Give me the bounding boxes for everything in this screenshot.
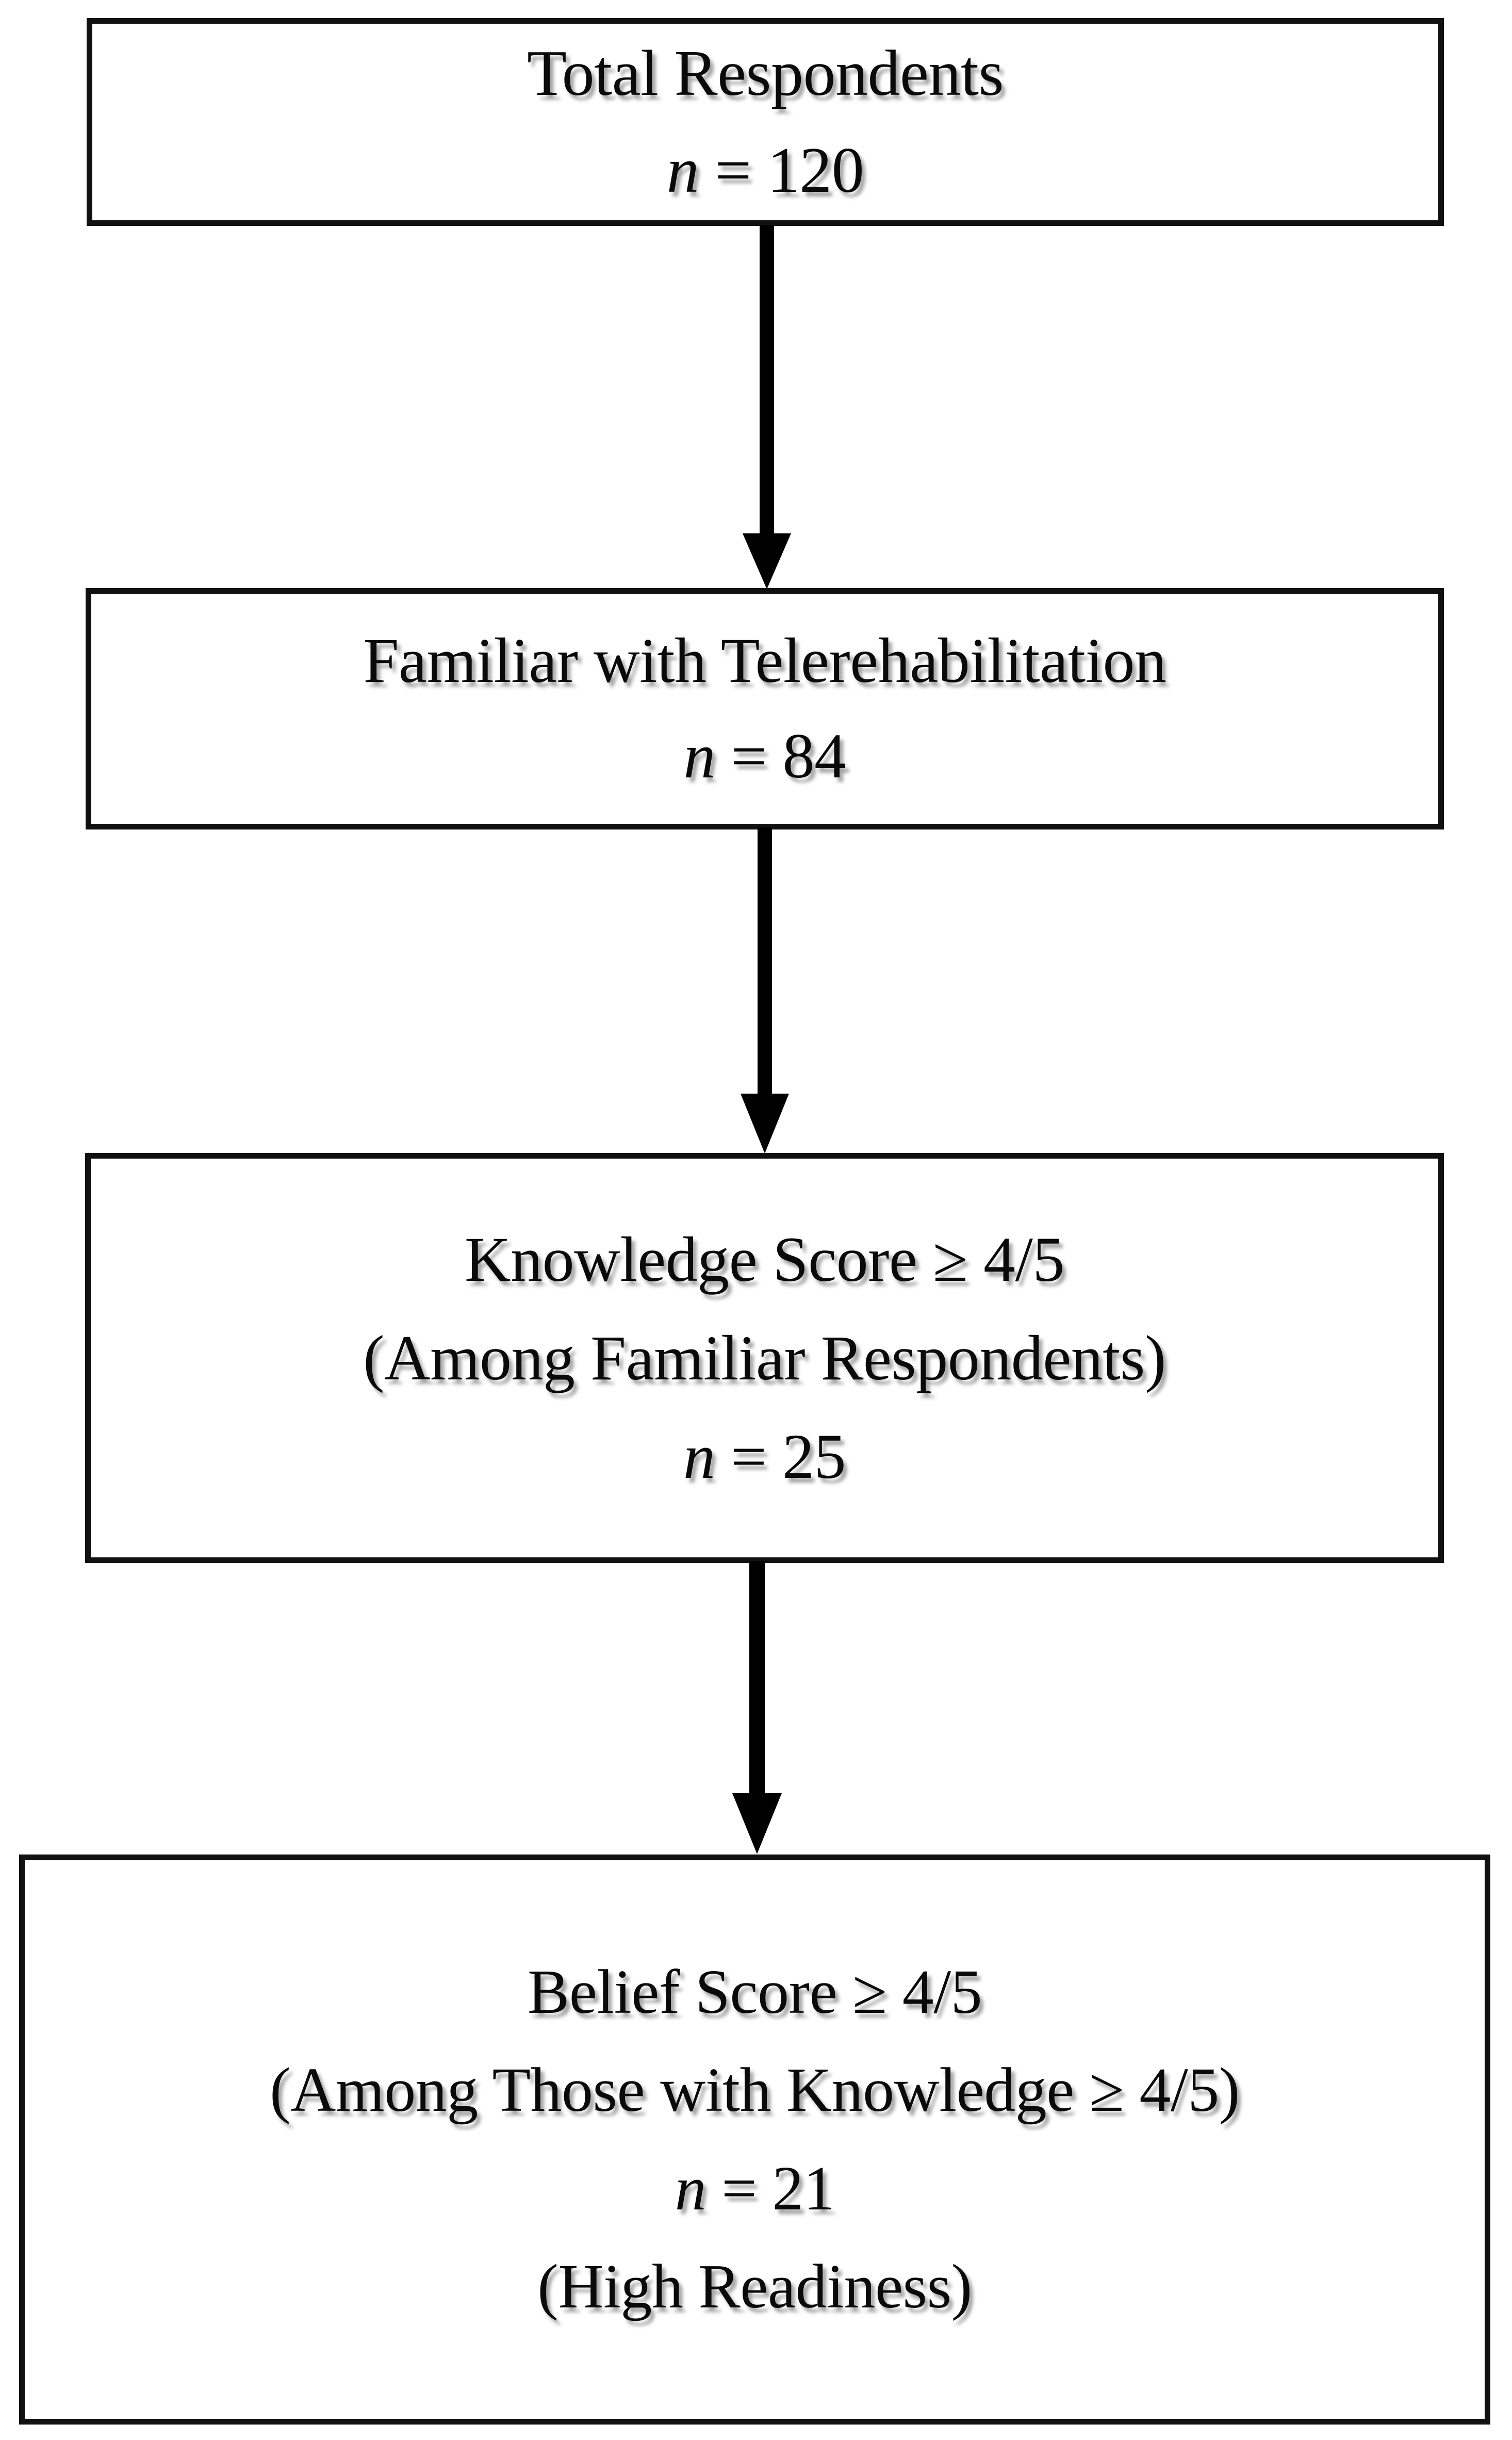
stat-symbol-n: n (666, 134, 699, 206)
stat-symbol-n: n (683, 721, 716, 791)
arrow-knowledge-to-belief-icon (728, 1561, 785, 1856)
node-knowledge-score: Knowledge Score ≥ 4/5 (Among Familiar Re… (85, 1153, 1444, 1563)
node-total-respondents: Total Respondents n = 120 (87, 18, 1444, 226)
stat-symbol-n: n (683, 1421, 715, 1492)
node-knowledge-count: n = 25 (91, 1415, 1438, 1498)
node-belief-count: n = 21 (25, 2149, 1485, 2229)
arrow-familiar-to-knowledge-icon (736, 827, 793, 1156)
node-belief-title: Belief Score ≥ 4/5 (527, 1957, 982, 2027)
node-familiar-title: Familiar with Telerehabilitation (363, 625, 1166, 696)
stat-separator: = (715, 721, 783, 791)
stat-value: 84 (782, 721, 846, 791)
stat-value: 21 (772, 2153, 835, 2223)
node-familiar-count: n = 84 (91, 715, 1438, 798)
node-total-respondents-count: n = 120 (92, 128, 1438, 213)
stat-separator: = (706, 2153, 773, 2223)
node-total-respondents-title: Total Respondents (527, 37, 1004, 109)
node-belief-subtitle: (Among Those with Knowledge ≥ 4/5) (270, 2055, 1240, 2125)
node-knowledge-title: Knowledge Score ≥ 4/5 (465, 1224, 1064, 1295)
node-familiar-with-telerehabilitation: Familiar with Telerehabilitation n = 84 (86, 588, 1444, 829)
stat-separator: = (715, 1421, 782, 1492)
node-knowledge-subtitle: (Among Familiar Respondents) (363, 1322, 1166, 1393)
node-belief-score: Belief Score ≥ 4/5 (Among Those with Kno… (19, 1855, 1490, 2425)
stat-separator: = (699, 134, 767, 206)
stat-value: 120 (767, 134, 864, 206)
stat-value: 25 (782, 1421, 846, 1492)
stat-symbol-n: n (675, 2153, 706, 2223)
node-belief-footnote: (High Readiness) (537, 2251, 972, 2321)
arrow-total-to-familiar-icon (738, 225, 795, 590)
